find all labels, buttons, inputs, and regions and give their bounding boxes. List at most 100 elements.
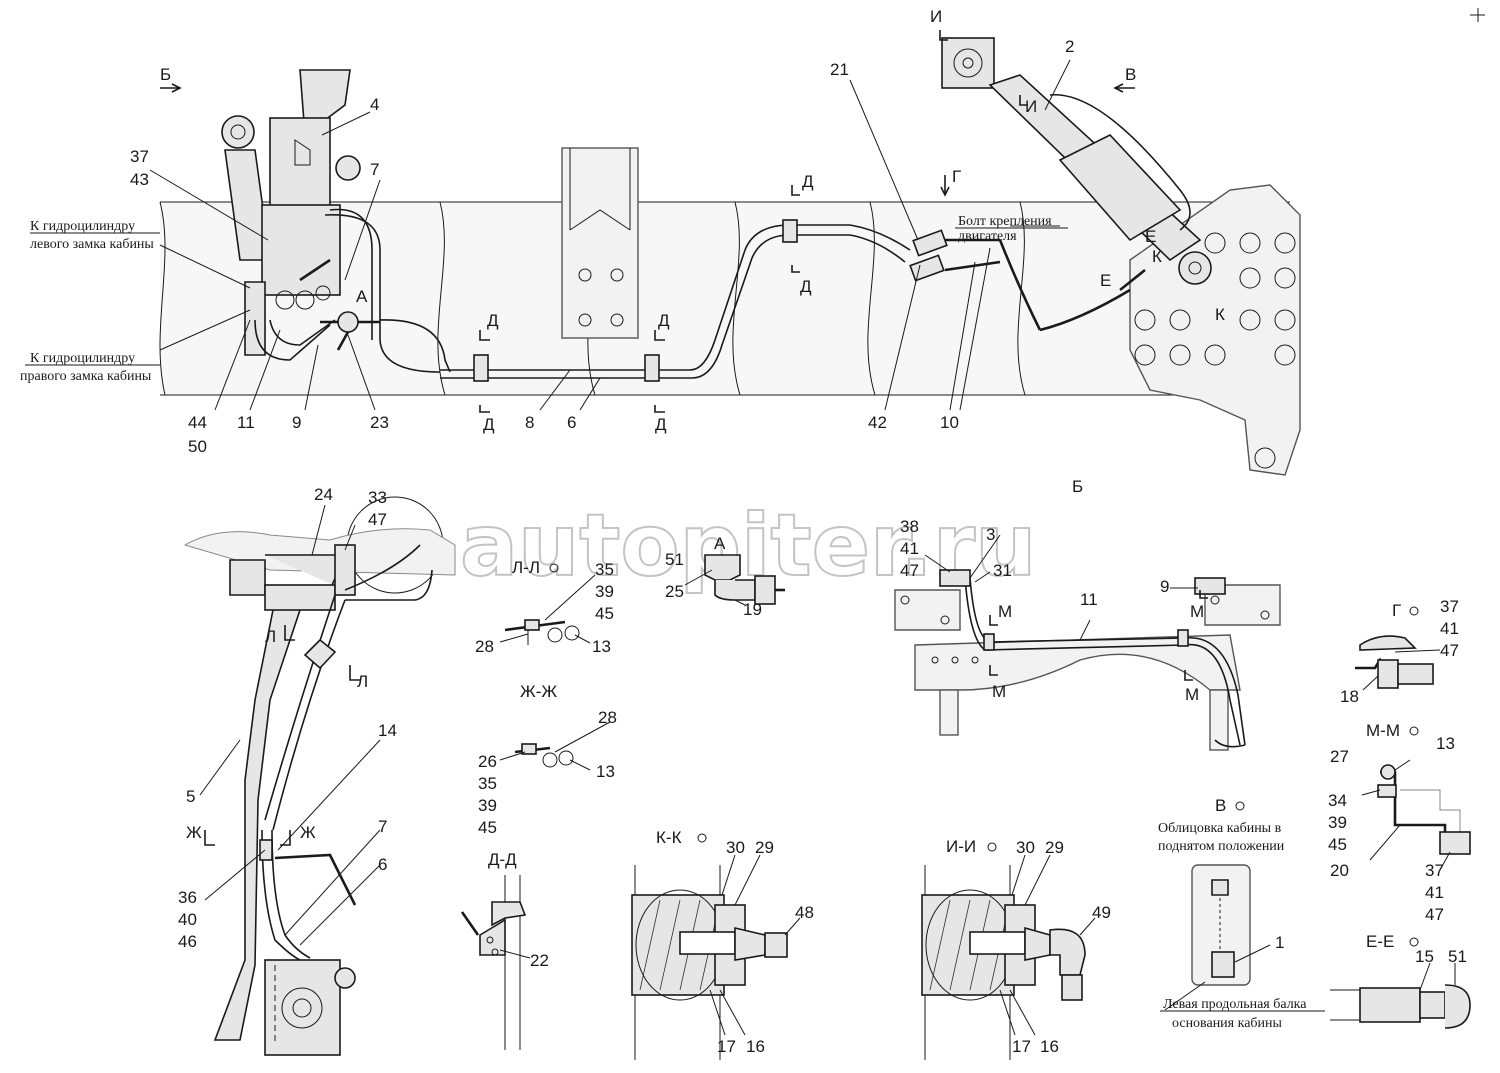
svg-text:Е-Е: Е-Е	[1366, 932, 1394, 951]
callout: 39	[1328, 813, 1347, 832]
caption-right-lock: К гидроцилиндру правого замка кабины	[20, 351, 160, 384]
leaders-top	[149, 59, 1071, 411]
svg-text:Д: Д	[487, 311, 499, 330]
callout: 51	[1448, 947, 1467, 966]
callout: 16	[1040, 1037, 1059, 1056]
corner-mark	[1470, 8, 1485, 22]
svg-text:Л: Л	[357, 672, 368, 691]
svg-text:Д: Д	[655, 415, 667, 434]
svg-text:Болт крепления: Болт крепления	[958, 214, 1052, 229]
callout: 28	[475, 637, 494, 656]
svg-text:Левая продольная балка: Левая продольная балка	[1163, 997, 1307, 1012]
view-circle-markers	[549, 563, 1419, 947]
callout: 47	[900, 561, 919, 580]
svg-text:Г: Г	[952, 167, 961, 186]
caption-engine-bolt: Болт крепления двигателя	[955, 214, 1068, 244]
caption-left-lock: К гидроцилиндру левого замка кабины	[30, 219, 160, 252]
callout: 39	[478, 796, 497, 815]
callout: 13	[1436, 734, 1455, 753]
callout: 11	[1080, 590, 1098, 609]
callout: 22	[530, 951, 549, 970]
callout: 33	[368, 488, 387, 507]
svg-text:К-К: К-К	[656, 828, 682, 847]
callout: 42	[868, 413, 887, 432]
svg-text:М: М	[1185, 685, 1199, 704]
svg-text:поднятом положении: поднятом положении	[1158, 839, 1285, 854]
callout: 14	[378, 721, 397, 740]
callout: 6	[378, 855, 387, 874]
callout: 6	[567, 413, 576, 432]
callout: 47	[368, 510, 387, 529]
svg-text:И-И: И-И	[946, 837, 976, 856]
svg-text:М: М	[998, 602, 1012, 621]
callout: 39	[595, 582, 614, 601]
callout: 2	[1065, 37, 1074, 56]
callout: 9	[1160, 577, 1169, 596]
leaders-lower-left	[199, 504, 381, 946]
callout: 18	[1340, 687, 1359, 706]
svg-text:М: М	[1190, 602, 1204, 621]
callout: 30	[1016, 838, 1035, 857]
callout: 36	[178, 888, 197, 907]
caption-cab-lining: Облицовка кабины в поднятом положении	[1158, 821, 1285, 854]
fittings-engine	[909, 229, 1131, 332]
svg-text:В: В	[1215, 796, 1226, 815]
svg-text:И: И	[1025, 97, 1037, 116]
section-ii	[921, 854, 1096, 1060]
hydraulic-pipes-left	[254, 208, 451, 373]
bracket-view-left	[183, 528, 456, 1056]
callout: 31	[993, 561, 1012, 580]
callout: 41	[1440, 619, 1459, 638]
callout: 37	[1440, 597, 1459, 616]
callout: 13	[596, 762, 615, 781]
callout: 35	[478, 774, 497, 793]
callout: 1	[1275, 933, 1284, 952]
callout: 41	[900, 539, 919, 558]
svg-text:Б: Б	[160, 65, 171, 84]
svg-text:Е: Е	[1145, 227, 1156, 246]
svg-text:основания кабины: основания кабины	[1172, 1016, 1283, 1031]
svg-text:Ж: Ж	[300, 823, 316, 842]
callout: 13	[592, 637, 611, 656]
svg-text:Л: Л	[265, 627, 276, 646]
svg-text:двигателя: двигателя	[958, 229, 1017, 244]
view-v	[1164, 864, 1271, 1011]
svg-text:К гидроцилиндру: К гидроцилиндру	[30, 219, 135, 234]
callout: 51	[665, 550, 684, 569]
section-zhzh	[499, 721, 611, 771]
callout: 5	[186, 787, 195, 806]
svg-text:К: К	[1152, 247, 1162, 266]
callout: 23	[370, 413, 389, 432]
callout: 20	[1330, 861, 1349, 880]
callout: 37	[1425, 861, 1444, 880]
callout: 3	[986, 525, 995, 544]
callout: 41	[1425, 883, 1444, 902]
svg-text:В: В	[1125, 65, 1136, 84]
section-ee	[1330, 962, 1471, 1029]
callout: 11	[237, 413, 255, 432]
svg-text:К гидроцилиндру: К гидроцилиндру	[30, 351, 135, 366]
caption-beam: Левая продольная балка основания кабины	[1160, 997, 1325, 1031]
svg-text:Д: Д	[658, 311, 670, 330]
svg-text:правого замка кабины: правого замка кабины	[20, 369, 152, 384]
callout: 50	[188, 437, 207, 456]
svg-text:Ж-Ж: Ж-Ж	[520, 682, 557, 701]
callout: 25	[665, 582, 684, 601]
callout: 47	[1425, 905, 1444, 924]
callout: 7	[370, 160, 379, 179]
callout: 45	[478, 818, 497, 837]
view-letters: Б В Г И И К К Е Е Д Д Д Д Д Д А Б А Л Л …	[160, 7, 1401, 951]
view-a-fitting	[684, 554, 785, 606]
callout: 19	[743, 600, 762, 619]
callout: 28	[598, 708, 617, 727]
svg-text:И: И	[930, 7, 942, 26]
view-b-crossbeam	[894, 534, 1281, 751]
svg-text:Л-Л: Л-Л	[512, 558, 540, 577]
section-kk	[631, 854, 801, 1060]
section-mm	[1361, 759, 1471, 871]
callout: 9	[292, 413, 301, 432]
svg-text:М: М	[992, 682, 1006, 701]
callout: 44	[188, 413, 207, 432]
callout: 27	[1330, 747, 1349, 766]
